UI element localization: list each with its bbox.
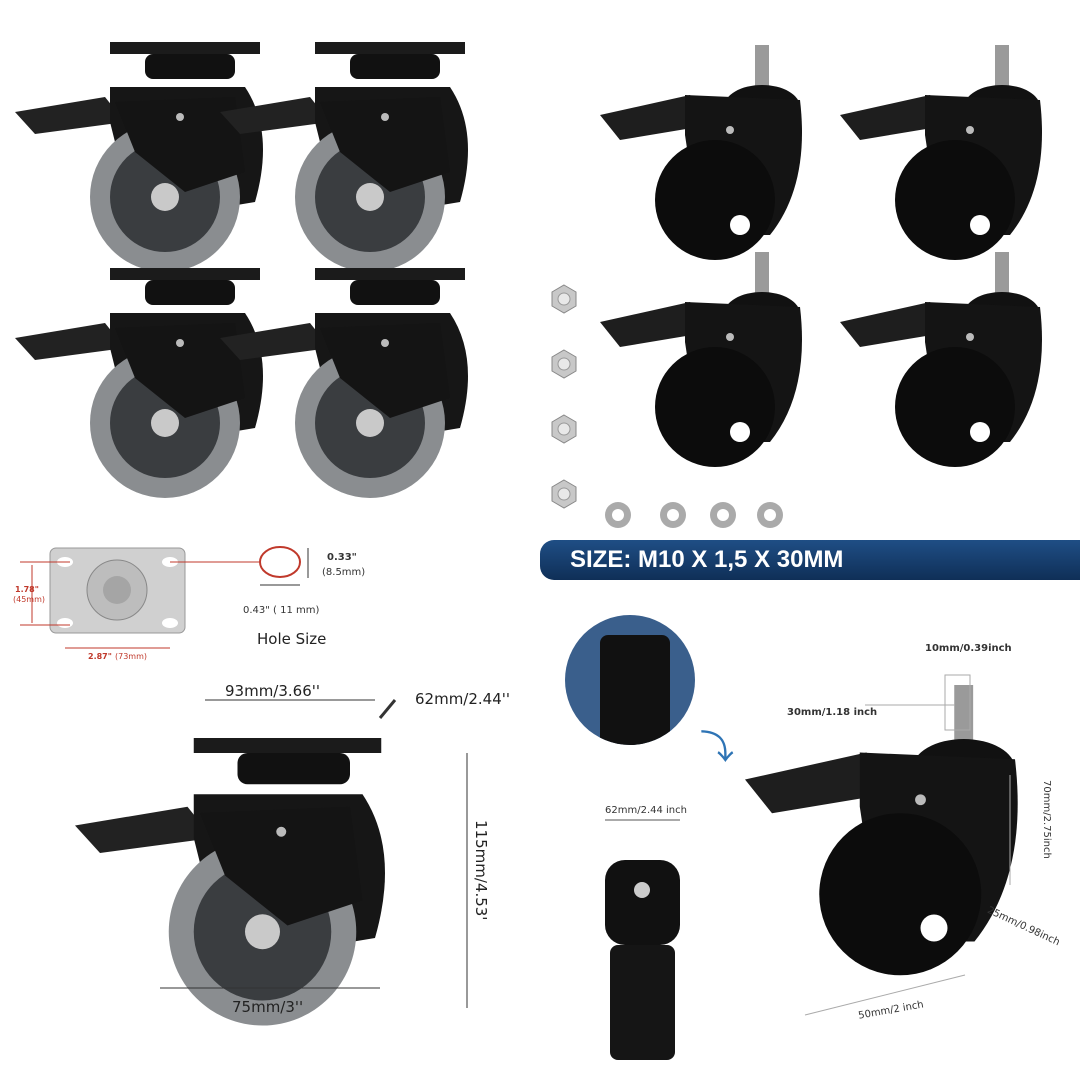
size-banner: SIZE: M10 X 1,5 X 30MM xyxy=(540,540,1080,580)
hole-width: 0.43" ( 11 mm) xyxy=(243,605,320,616)
plate-caster-image xyxy=(220,268,468,498)
stem-height-label: 70mm/2.75inch xyxy=(1041,780,1052,859)
mounting-plate-diagram xyxy=(20,546,309,649)
wheel-diameter-label: 75mm/3'' xyxy=(232,998,304,1016)
hole-size-title: Hole Size xyxy=(257,630,327,648)
stem-caster-image xyxy=(840,45,1042,260)
plate-height-mm: (45mm) xyxy=(13,595,46,604)
plate-caster-dimension-image xyxy=(75,699,468,1026)
hole-height-in: 0.33" xyxy=(327,552,357,563)
plate-height-in: 1.78" xyxy=(15,585,39,594)
plate-width-label: 62mm/2.44'' xyxy=(415,690,511,708)
stem-caster-image xyxy=(600,252,802,467)
stem-caster-image xyxy=(600,45,802,260)
stem-caster-image xyxy=(840,252,1042,467)
stem-caster-dimension-image xyxy=(745,674,1018,1016)
stem-length-label: 30mm/1.18 inch xyxy=(787,707,878,718)
nuts-image xyxy=(551,284,577,509)
plate-width-mm: (73mm) xyxy=(115,652,148,661)
plate-caster-image xyxy=(220,42,468,272)
plate-width-in: 2.87" xyxy=(88,652,112,661)
stem-diameter-label: 10mm/0.39inch xyxy=(925,643,1012,654)
brake-detail-inset xyxy=(565,615,695,745)
side-width-label: 62mm/2.44 inch xyxy=(605,805,687,816)
stem-caster-side-view xyxy=(605,819,680,1060)
caster-height-label: 115mm/4.53' xyxy=(472,820,490,921)
washers-image xyxy=(605,502,783,528)
hole-height-mm: (8.5mm) xyxy=(322,567,366,578)
arrow-icon: ⤵ xyxy=(700,729,734,767)
plate-length-label: 93mm/3.66'' xyxy=(225,682,321,700)
